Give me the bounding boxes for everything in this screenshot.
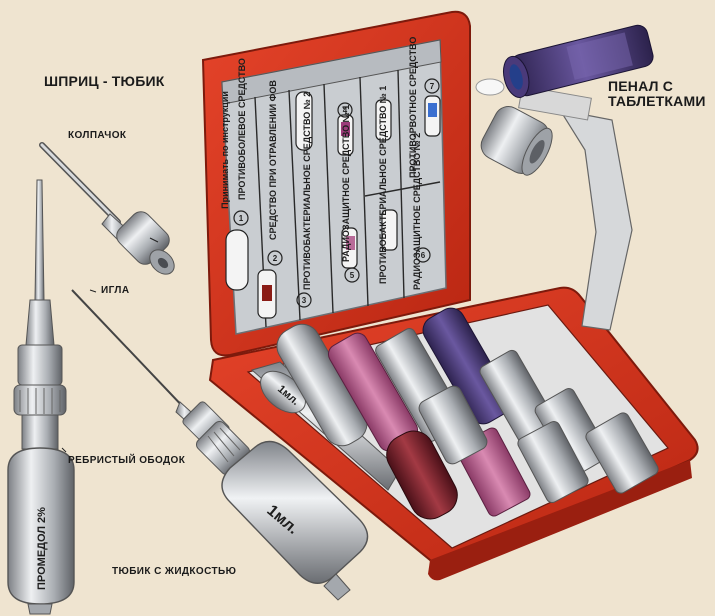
lid-instructions: Принимать по инструкции ПРОТИВОБОЛЕВОЕ С… [220, 37, 435, 305]
lid-num-5: 5 [350, 271, 355, 280]
kit-lid [201, 10, 471, 357]
syringe-assembled: ПРОМЕДОЛ 2% [7, 179, 75, 615]
label-leaders [61, 237, 159, 453]
lid-slot-4-text: РАДИОЗАЩИТНОЕ СРЕДСТВО № 1 [341, 105, 351, 262]
lid-num-1: 1 [239, 214, 244, 223]
lid-num-3: 3 [302, 296, 307, 305]
lid-num-2: 2 [273, 254, 278, 263]
label-tube-liquid: ТЮБИК С ЖИДКОСТЬЮ [112, 566, 237, 577]
label-pill-case-line1: ПЕНАЛ С [608, 78, 674, 94]
lid-slot-7-text: ПРОТИВОРВОТНОЕ СРЕДСТВО [408, 37, 418, 178]
syringe-cap [39, 142, 175, 275]
lid-slot-3-text: ПРОТИВОБАКТЕРИАЛЬНОЕ СРЕДСТВО № 2 [302, 92, 312, 290]
label-syringe-tube: ШПРИЦ - ТЮБИК [44, 73, 165, 89]
label-pill-case-line2: ТАБЛЕТКАМИ [608, 93, 706, 109]
lid-slot-6-text: РАДИОЗАЩИТНОЕ СРЕДСТВО № 2 [412, 133, 422, 290]
lid-slot-5-text: ПРОТИВОБАКТЕРИАЛЬНОЕ СРЕДСТВО № 1 [378, 86, 388, 284]
lid-num-7: 7 [430, 82, 435, 91]
lid-header: Принимать по инструкции [220, 91, 230, 209]
lid-num-6: 6 [421, 251, 426, 260]
kit-contents: 1мл. [250, 307, 659, 520]
label-needle: ИГЛА [101, 285, 130, 296]
label-ribbed-rim: РЕБРИСТЫЙ ОБОДОК [68, 455, 186, 466]
label-cap: КОЛПАЧОК [68, 130, 127, 141]
lid-slot-1-text: ПРОТИВОБОЛЕВОЕ СРЕДСТВО [237, 58, 247, 200]
syringe-disassembled: 1мл. [71, 289, 369, 601]
lid-slot-2-text: СРЕДСТВО ПРИ ОТРАВЛЕНИИ ФОВ [268, 80, 278, 240]
lid-num-4: 4 [343, 106, 348, 115]
pill-case [475, 24, 654, 331]
tube-label: ПРОМЕДОЛ 2% [36, 507, 48, 590]
